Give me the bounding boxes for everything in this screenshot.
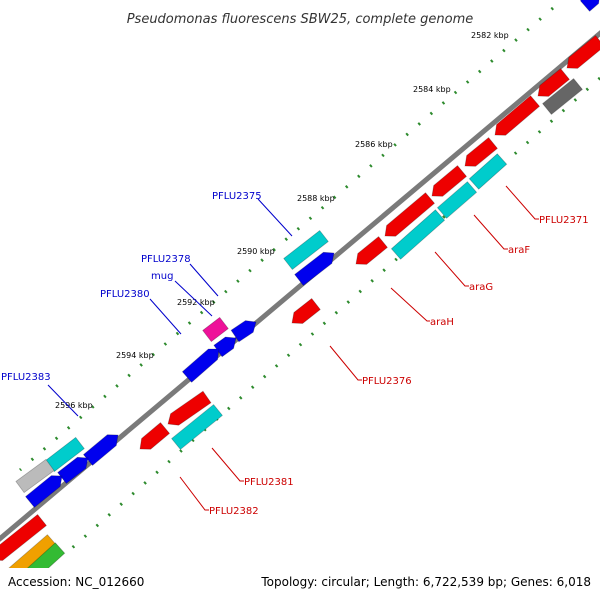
gene-cyan-2372[interactable] (468, 153, 508, 190)
leader-mug (174, 280, 213, 317)
label-pflu2380: PFLU2380 (100, 289, 150, 300)
tick-2592: 2592 kbp (177, 298, 215, 307)
inner-tick-track (71, 76, 600, 550)
leader-pflu2378 (189, 263, 219, 297)
gene-blue-2384[interactable] (25, 475, 63, 508)
gene-gray-2369[interactable] (542, 78, 583, 115)
tick-2596: 2596 kbp (55, 401, 93, 410)
tick-labels: 2582 kbp 2584 kbp 2586 kbp 2588 kbp 2590… (55, 31, 509, 410)
tick-2584: 2584 kbp (413, 85, 451, 94)
leader-pflu2376 (329, 345, 362, 381)
tick-2582: 2582 kbp (471, 31, 509, 40)
gene-red-2376[interactable] (291, 297, 321, 324)
gene-red-araG[interactable] (384, 192, 436, 237)
label-arag: araG (469, 282, 493, 293)
accession-text: Accession: NC_012660 (8, 575, 144, 589)
leader-pflu2382 (179, 476, 209, 511)
label-araf: araF (508, 245, 530, 256)
leader-arah (390, 287, 430, 322)
gene-magenta-mug[interactable] (202, 316, 229, 343)
leader-pflu2381 (211, 447, 244, 482)
tick-2588: 2588 kbp (297, 194, 335, 203)
gene-blue-2383b[interactable] (57, 456, 89, 485)
outer-tick-track (19, 6, 554, 472)
leader-pflu2383 (47, 384, 79, 417)
label-pflu2375: PFLU2375 (212, 191, 262, 202)
gene-red-2382[interactable] (139, 422, 171, 450)
label-pflu2381: PFLU2381 (244, 477, 294, 488)
gene-blue-2383a[interactable] (82, 434, 119, 466)
tick-2594: 2594 kbp (116, 351, 154, 360)
gene-red-araF[interactable] (431, 165, 468, 197)
tick-2586: 2586 kbp (355, 140, 393, 149)
gene-red-2368[interactable] (566, 35, 600, 69)
label-pflu2376: PFLU2376 (362, 376, 412, 387)
leader-pflu2380 (149, 298, 182, 335)
label-pflu2371: PFLU2371 (539, 215, 589, 226)
gene-cyan-2375[interactable] (283, 229, 329, 271)
label-mug: mug (151, 271, 173, 282)
leader-pflu2371 (505, 185, 539, 220)
gene-red-2369[interactable] (537, 68, 570, 97)
label-pflu2378: PFLU2378 (141, 254, 191, 265)
gene-blue-2380[interactable] (181, 348, 220, 383)
tick-2590: 2590 kbp (237, 247, 275, 256)
genome-backbone (0, 30, 600, 542)
gene-blue-2375[interactable] (294, 251, 335, 287)
gene-blue-top[interactable] (579, 0, 600, 12)
gene-cyan-araF[interactable] (436, 181, 478, 219)
gene-red-2370[interactable] (494, 95, 541, 136)
gene-blue-2379[interactable] (213, 336, 237, 358)
footer-band (0, 568, 600, 600)
gene-blue-2378[interactable] (230, 320, 257, 343)
leader-pflu2375 (257, 198, 293, 237)
gene-red-araH[interactable] (355, 236, 388, 265)
leader-araf (473, 214, 508, 250)
gene-red-2381[interactable] (167, 390, 212, 426)
label-pflu2382: PFLU2382 (209, 506, 259, 517)
leader-arag (434, 251, 469, 287)
genome-summary-text: Topology: circular; Length: 6,722,539 bp… (260, 575, 591, 589)
leader-lines (47, 185, 539, 511)
gene-red-bottom[interactable] (0, 513, 47, 561)
label-pflu2383: PFLU2383 (1, 372, 51, 383)
gene-labels: PFLU2375 PFLU2378 mug PFLU2380 PFLU2383 … (1, 191, 589, 517)
gene-cyan-2381[interactable] (171, 404, 223, 450)
gene-lightgray-2384[interactable] (15, 458, 55, 494)
gene-cyan-araG[interactable] (390, 209, 446, 260)
gene-red-2371[interactable] (464, 137, 498, 167)
label-arah: araH (430, 317, 454, 328)
map-title: Pseudomonas fluorescens SBW25, complete … (127, 12, 474, 27)
